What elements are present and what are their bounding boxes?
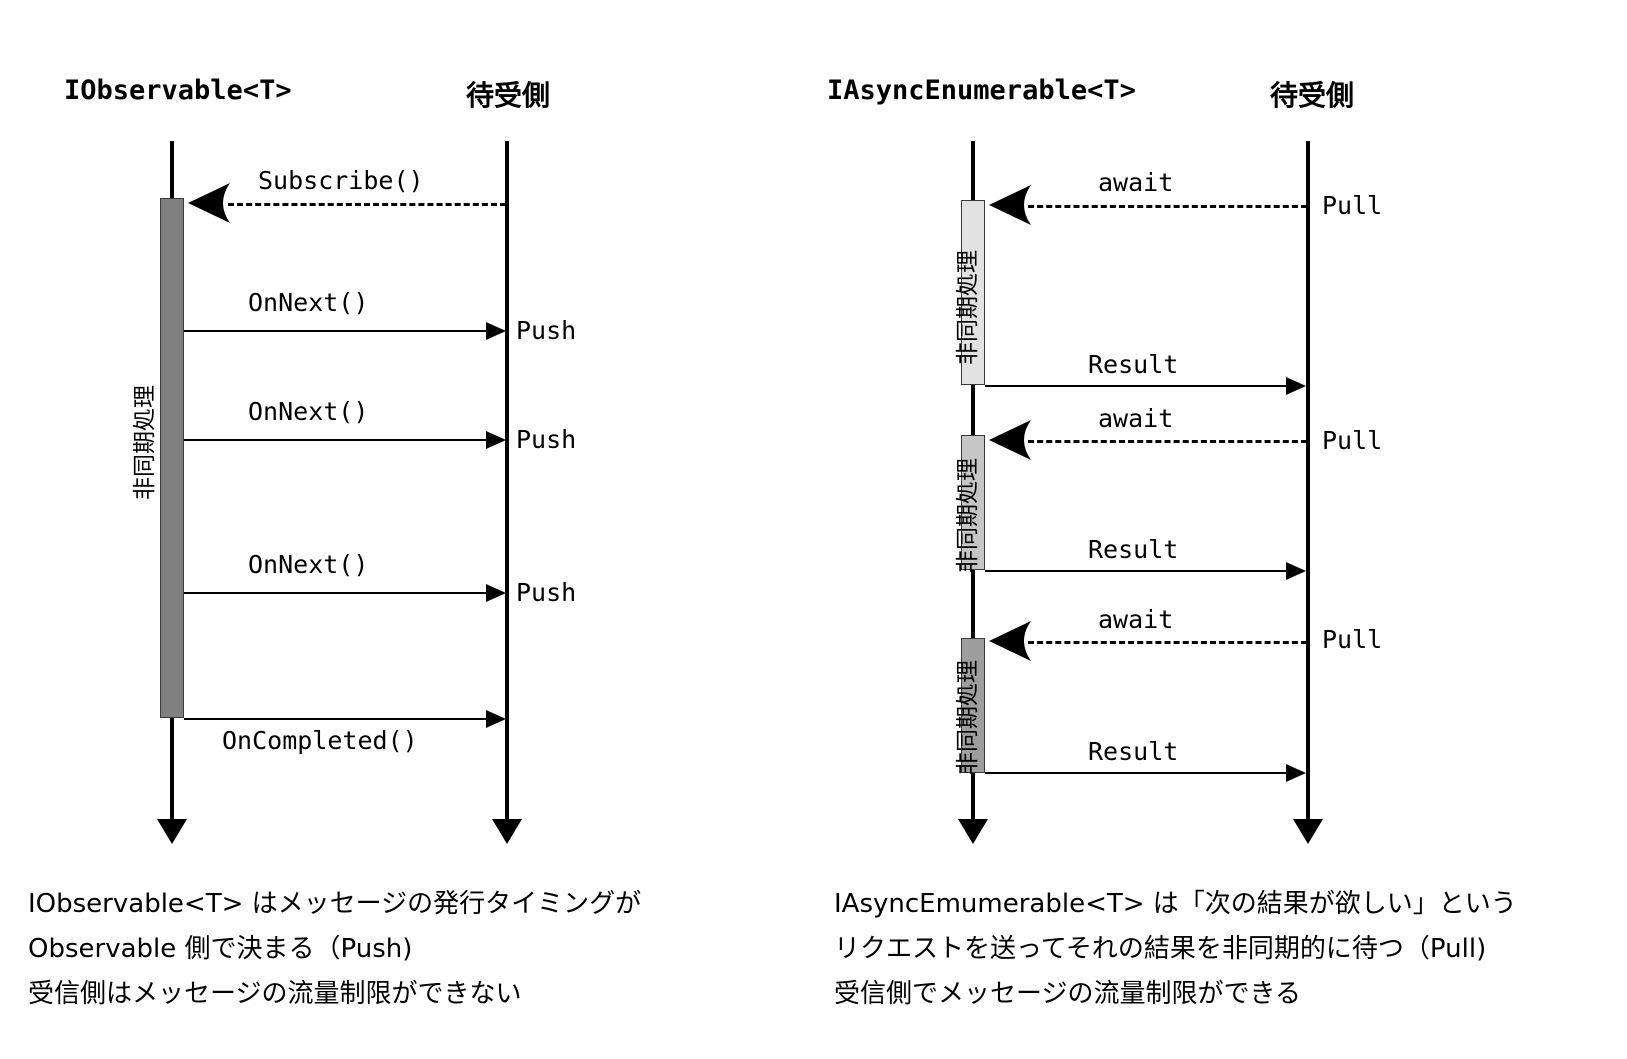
message-line-result-2 [985, 570, 1286, 572]
message-arrowhead-await-1 [987, 183, 1031, 227]
message-line-onnext-1 [184, 330, 486, 332]
activation-bar-observable [160, 198, 184, 718]
message-label-onnext-2: OnNext() [248, 397, 369, 426]
message-line-await-1 [1028, 205, 1307, 208]
message-label-await-2: await [1098, 404, 1174, 433]
message-line-oncompleted [184, 718, 486, 720]
header-receiver-right: 待受側 [1270, 79, 1355, 112]
lifeline-iobservable-end-arrow [157, 819, 187, 844]
caption-async-line-2: リクエストを送ってそれの結果を非同期的に待つ（Pull) [834, 934, 1487, 964]
message-arrowhead-subscribe [186, 181, 230, 225]
activation-label-async-1: 非同期処理 [955, 250, 981, 365]
lifeline-receiver-left-end-arrow [492, 819, 522, 844]
message-arrowhead-onnext-1 [486, 322, 506, 340]
message-label-onnext-1: OnNext() [248, 288, 369, 317]
message-arrowhead-result-1 [1286, 377, 1306, 395]
side-label-push-2: Push [516, 425, 577, 454]
message-line-onnext-2 [184, 439, 486, 441]
activation-bar-async-3 [961, 638, 985, 773]
activation-bar-async-2 [961, 435, 985, 570]
message-arrowhead-result-2 [1286, 562, 1306, 580]
activation-label-observable: 非同期処理 [132, 385, 158, 500]
lifeline-receiver-left [505, 141, 509, 841]
header-iobservable: IObservable<T> [64, 75, 292, 106]
caption-async-line-1: IAsyncEmumerable<T> は「次の結果が欲しい」という [834, 889, 1517, 919]
side-label-push-1: Push [516, 316, 577, 345]
message-label-result-3: Result [1088, 737, 1179, 766]
message-label-result-1: Result [1088, 350, 1179, 379]
message-label-oncompleted: OnCompleted() [222, 726, 418, 755]
message-arrowhead-await-2 [987, 418, 1031, 462]
message-line-result-1 [985, 385, 1286, 387]
message-line-onnext-3 [184, 592, 486, 594]
side-label-push-3: Push [516, 578, 577, 607]
caption-observable-line-1: IObservable<T> はメッセージの発行タイミングが [28, 889, 642, 919]
message-arrowhead-oncompleted [486, 710, 506, 728]
message-arrowhead-onnext-3 [486, 584, 506, 602]
activation-label-async-2: 非同期処理 [955, 458, 981, 573]
message-arrowhead-await-3 [987, 619, 1031, 663]
message-arrowhead-onnext-2 [486, 431, 506, 449]
lifeline-receiver-right-end-arrow [1293, 819, 1323, 844]
caption-observable-line-2: Observable 側で決まる（Push) [28, 934, 413, 964]
message-line-subscribe [228, 203, 506, 206]
message-label-await-3: await [1098, 605, 1174, 634]
side-label-pull-3: Pull [1322, 625, 1383, 654]
lifeline-iasyncenumerable-end-arrow [958, 819, 988, 844]
side-label-pull-1: Pull [1322, 191, 1383, 220]
message-line-await-2 [1028, 440, 1307, 443]
header-receiver-left: 待受側 [466, 79, 551, 112]
message-label-result-2: Result [1088, 535, 1179, 564]
header-iasyncenumerable: IAsyncEnumerable<T> [827, 75, 1136, 106]
message-line-result-3 [985, 772, 1286, 774]
side-label-pull-2: Pull [1322, 426, 1383, 455]
message-label-await-1: await [1098, 168, 1174, 197]
activation-label-async-3: 非同期処理 [955, 660, 981, 775]
lifeline-receiver-right [1306, 141, 1310, 841]
message-label-onnext-3: OnNext() [248, 550, 369, 579]
caption-observable-line-3: 受信側はメッセージの流量制限ができない [28, 979, 522, 1009]
message-arrowhead-result-3 [1286, 764, 1306, 782]
caption-async-line-3: 受信側でメッセージの流量制限ができる [834, 979, 1301, 1009]
activation-bar-async-1 [961, 200, 985, 385]
message-line-await-3 [1028, 641, 1307, 644]
message-label-subscribe: Subscribe() [258, 166, 424, 195]
